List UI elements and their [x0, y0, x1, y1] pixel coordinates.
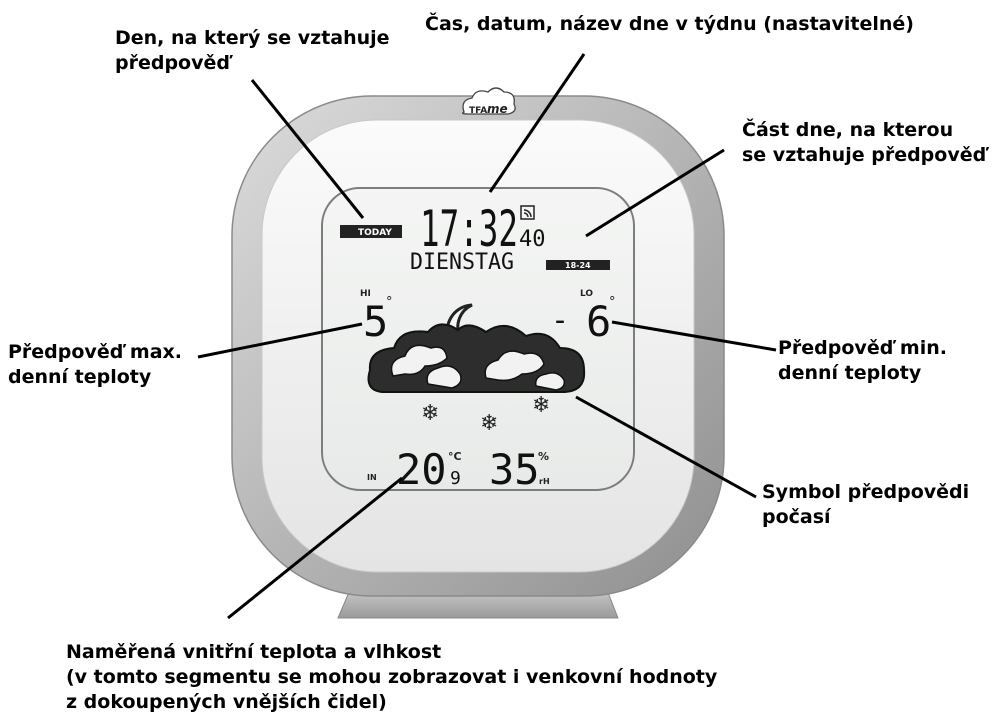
lcd-time: 17:32 [420, 200, 518, 258]
annotation-weather-symbol: Symbol předpovědi počasí [762, 481, 970, 528]
leader-line-min-temp [611, 320, 777, 352]
annotation-max-temp: Předpověď max. denní teploty [8, 341, 183, 388]
leader-line-day-part [585, 148, 725, 238]
today-tag [340, 225, 402, 238]
weather-symbol-icon [367, 303, 586, 393]
humidity-value: 35 [489, 445, 540, 494]
lo-label: LO [580, 289, 593, 299]
lcd-seconds: 40 [519, 227, 546, 252]
today-tag-text: TODAY [358, 228, 392, 238]
brand-logo-me: me [487, 102, 508, 116]
lo-value: 6 [586, 297, 611, 346]
annotation-min-temp: Předpověď min. denní teploty [778, 337, 947, 384]
day-part-tag-text: 18-24 [565, 261, 591, 270]
rh-label: rH [539, 477, 550, 486]
annotation-indoor: Naměřená vnitřní teplota a vlhkost (v to… [66, 641, 718, 713]
hi-value: 5 [363, 297, 388, 346]
hi-degree: ° [386, 295, 393, 310]
lo-degree: ° [609, 295, 616, 310]
indoor-temp-decimal: 9 [450, 468, 461, 489]
snowflake-icon: ❄ [480, 411, 498, 436]
lo-sign: - [551, 303, 569, 338]
lcd-weekday: DIENSTAG [410, 250, 514, 275]
humidity-unit: % [538, 450, 549, 463]
leader-lines [197, 53, 777, 620]
leader-line-time-date [488, 53, 586, 193]
snowflake-icon: ❄ [532, 393, 550, 418]
annotation-day-part: Část dne, na kterou se vztahuje předpově… [742, 119, 987, 166]
leader-line-max-temp [197, 322, 363, 359]
brand-logo: TFA me [462, 87, 516, 116]
in-label: IN [367, 473, 377, 482]
radio-signal-icon [520, 205, 535, 220]
indoor-temp-unit: °C [448, 450, 462, 463]
annotation-forecast-day: Den, na který se vztahuje předpověď [115, 27, 390, 74]
snowflake-icon: ❄ [421, 401, 439, 426]
leader-line-forecast-day [250, 79, 365, 219]
leader-line-indoor [227, 476, 403, 620]
leader-line-weather-symbol [575, 395, 757, 499]
day-part-tag [546, 260, 610, 270]
annotation-time-date: Čas, datum, název dne v týdnu (nastavite… [425, 13, 914, 35]
hi-label: HI [360, 289, 371, 299]
brand-logo-tfa: TFA [469, 106, 487, 116]
indoor-temp: 20 [396, 445, 447, 494]
